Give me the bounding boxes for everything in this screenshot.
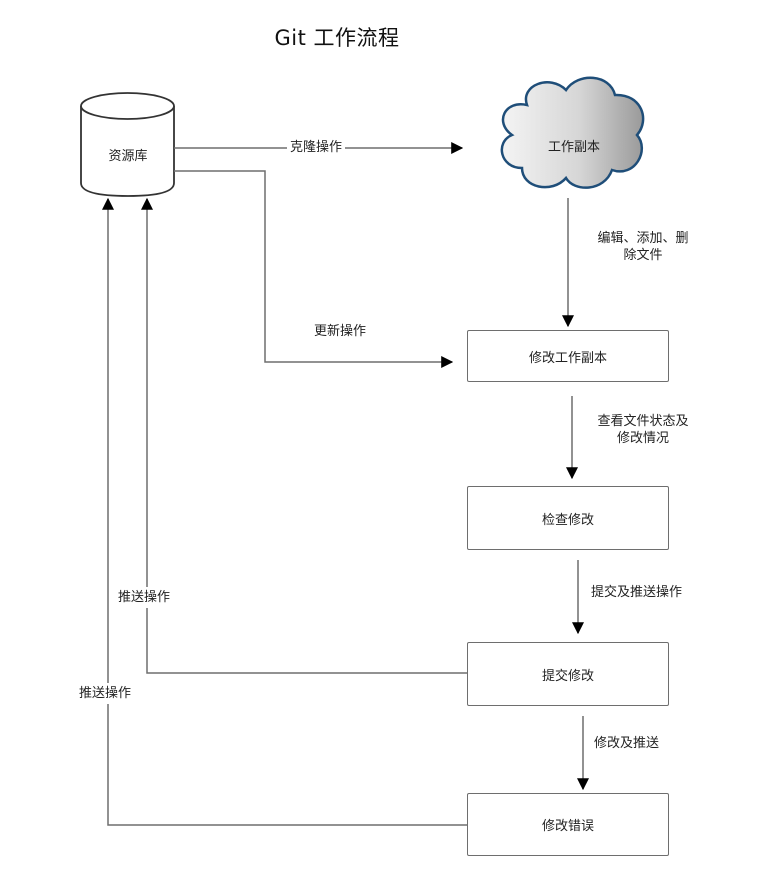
repository-cylinder (80, 92, 175, 197)
modify-working-copy-box: 修改工作副本 (467, 330, 669, 382)
review-changes-box: 检查修改 (467, 486, 669, 550)
edit-edge-label-line1: 编辑、添加、删 (597, 231, 689, 246)
status-edge-label-line1: 查看文件状态及 (597, 414, 689, 429)
push-outer-edge (102, 197, 468, 826)
commit-push-edge-label: 提交及推送操作 (591, 584, 683, 601)
push-outer-edge-label: 推送操作 (79, 683, 132, 704)
fix-errors-label: 修改错误 (541, 819, 594, 834)
diagram-title: Git 工作流程 (0, 22, 778, 52)
edit-edge-label-line2: 除文件 (623, 248, 663, 263)
push-inner-edge-label: 推送操作 (118, 587, 171, 608)
modify-working-copy-label: 修改工作副本 (528, 350, 607, 366)
review-changes-label: 检查修改 (541, 512, 594, 528)
commit-changes-box: 提交修改 (467, 642, 669, 706)
status-edge-label: 查看文件状态及 修改情况 (588, 413, 698, 447)
clone-edge-label: 克隆操作 (287, 139, 346, 156)
commit-changes-label: 提交修改 (541, 668, 594, 684)
working-copy-cloud (500, 76, 645, 189)
diagram-title-text: Git 工作流程 (274, 26, 400, 50)
edit-edge-label: 编辑、添加、删 除文件 (588, 230, 698, 264)
working-copy-label: 工作副本 (547, 140, 600, 155)
amend-push-edge-label: 修改及推送 (594, 735, 660, 752)
update-edge-label: 更新操作 (314, 323, 367, 340)
update-edge (174, 170, 454, 368)
status-edge-label-line2: 修改情况 (616, 431, 669, 446)
repository-label: 资源库 (108, 149, 148, 164)
push-inner-edge (141, 197, 468, 674)
fix-errors-box: 修改错误 (467, 793, 669, 856)
